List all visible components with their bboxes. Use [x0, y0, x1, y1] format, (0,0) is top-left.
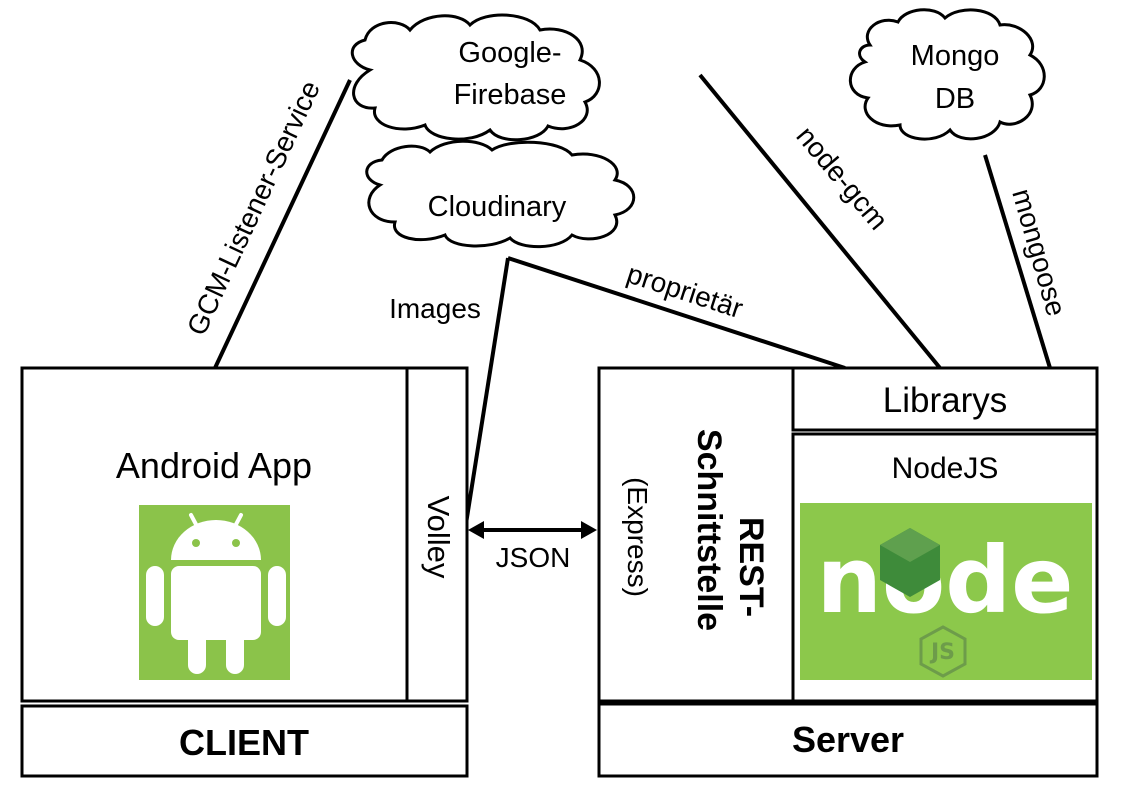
nodejs-js-text: JS [929, 640, 955, 665]
node-gcm-line [698, 73, 942, 370]
gcm-listener-line [213, 79, 352, 369]
firebase-label-line1: Google- [458, 37, 561, 69]
nodejs-wordmark: node [817, 527, 1074, 634]
rest-label-line2: Schnittstelle [690, 429, 728, 631]
express-label: (Express) [622, 477, 653, 597]
server-footer-box [597, 702, 1099, 778]
android-body [171, 566, 261, 640]
images-label: Images [389, 293, 481, 324]
mongodb-label-line1: Mongo [911, 40, 1000, 72]
android-head [171, 520, 261, 560]
android-logo [139, 505, 290, 680]
librarys-box [791, 366, 1099, 432]
node-gcm-label: node-gcm [790, 120, 894, 235]
firebase-label-line2: Firebase [454, 79, 567, 111]
firebase-cloud: Google- Firebase [351, 13, 601, 142]
images-line [463, 257, 510, 531]
cloudinary-label: Cloudinary [428, 191, 567, 223]
mongodb-cloud: Mongo DB [848, 8, 1046, 141]
cloudinary-cloud: Cloudinary [365, 139, 636, 249]
json-label: JSON [496, 542, 571, 573]
mongodb-label-line2: DB [935, 83, 975, 115]
rest-label-line1: REST- [732, 517, 770, 617]
librarys-label: Librarys [883, 381, 1007, 420]
client-footer-label: CLIENT [179, 722, 309, 763]
android-left-leg [188, 630, 206, 674]
json-arrow-right-head [581, 521, 597, 539]
android-left-arm [146, 566, 164, 626]
nodejs-logo-background [800, 503, 1092, 680]
mongoose-line [983, 154, 1052, 369]
android-right-arm [268, 566, 286, 626]
android-app-title: Android App [116, 445, 312, 486]
nodejs-logo: node JS [800, 503, 1092, 680]
server-footer-label: Server [792, 719, 904, 760]
gcm-listener-label: GCM-Listener-Service [181, 76, 326, 340]
client-footer-box [20, 704, 469, 778]
json-arrow-left-head [468, 521, 484, 539]
volley-box [405, 366, 469, 703]
volley-label: Volley [421, 496, 456, 579]
android-right-leg [226, 630, 244, 674]
nodejs-label: NodeJS [892, 452, 999, 485]
proprietaer-line [507, 256, 846, 370]
nodejs-js-hexagon-icon [919, 625, 967, 678]
